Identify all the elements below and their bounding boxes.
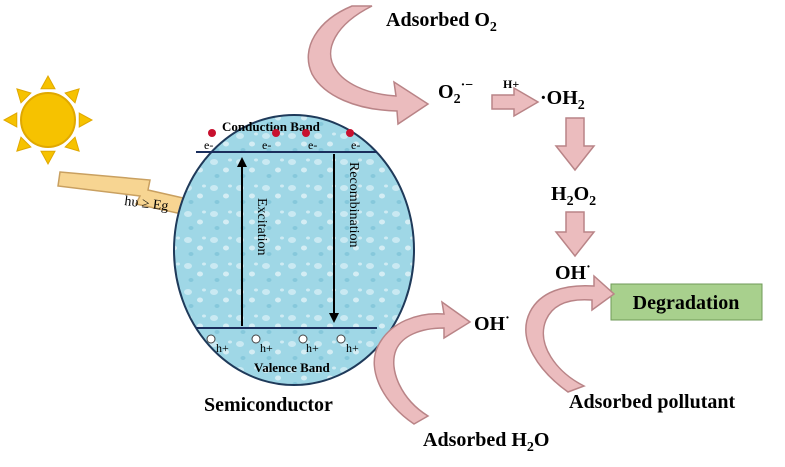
oh-radical-top-label: OH· [555, 260, 591, 284]
electron-dot [346, 129, 354, 137]
curved-arrow-pollutant-to-degradation [525, 274, 616, 393]
curved-arrow-to-superoxide [307, 5, 430, 126]
adsorbed-o2-label: Adsorbed O2 [386, 9, 497, 35]
semiconductor-label: Semiconductor [204, 394, 333, 416]
electron-label: e- [308, 138, 317, 152]
sun-ray [2, 112, 18, 128]
sun-ray [40, 74, 56, 90]
hole-label: h+ [346, 341, 359, 355]
curved-arrow-h2o-to-oh-radical [373, 300, 472, 425]
excitation-label: Excitation [254, 198, 269, 256]
hole-dot [336, 334, 346, 344]
degradation-label: Degradation [633, 292, 740, 314]
sun-ray [64, 136, 80, 152]
degradation-box: Degradation [610, 283, 763, 321]
electron-label: e- [262, 138, 271, 152]
superoxide-label: O2·− [438, 78, 473, 107]
sun-ray [78, 112, 94, 128]
conduction-band-label: Conduction Band [222, 119, 321, 134]
h-plus-label: H+ [503, 77, 519, 91]
arrow-hydroperoxyl-to-h2o2 [554, 117, 596, 172]
hole-dot [298, 334, 308, 344]
hole-label: h+ [216, 341, 229, 355]
hole-dot [206, 334, 216, 344]
adsorbed-h2o-label: Adsorbed H2O [423, 429, 549, 455]
adsorbed-pollutant-label: Adsorbed pollutant [569, 391, 735, 413]
recombination-label: Recombination [346, 162, 361, 248]
electron-dot [208, 129, 216, 137]
sun-icon [2, 74, 94, 166]
electron-label: e- [351, 138, 360, 152]
valence-band-label: Valence Band [254, 360, 330, 375]
sun-ray [16, 136, 32, 152]
hole-dot [251, 334, 261, 344]
sun-ray [16, 88, 32, 104]
electron-label: e- [204, 138, 213, 152]
electron-dot [302, 129, 310, 137]
electron-dot [272, 129, 280, 137]
hole-label: h+ [306, 341, 319, 355]
arrow-h2o2-to-oh-radical [554, 211, 596, 258]
oh-radical-mid-label: OH· [474, 311, 510, 335]
hydroperoxyl-label: ·OH2 [540, 87, 585, 113]
arrow-superoxide-to-hydroperoxyl [491, 86, 540, 118]
h2o2-label: H2O2 [551, 183, 596, 209]
hole-label: h+ [260, 341, 273, 355]
photon-label: hυ ≥ Eg [124, 194, 170, 214]
sun-ray [40, 150, 56, 166]
semiconductor-particle: Conduction Band Valence Band e- e- e- e-… [173, 114, 415, 386]
sun-ray [64, 88, 80, 104]
